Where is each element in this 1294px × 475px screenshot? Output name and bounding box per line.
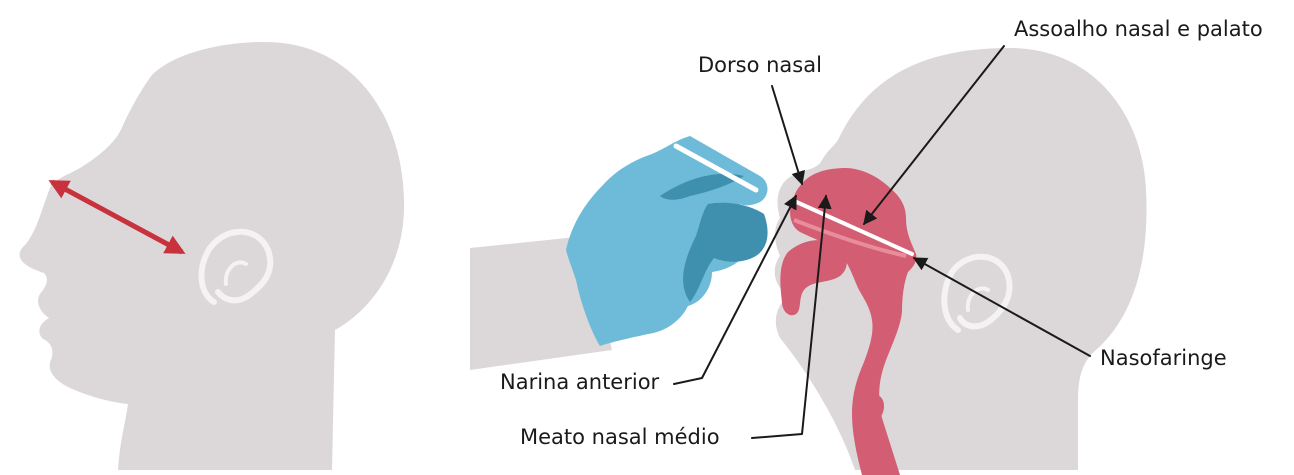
label-meato-nasal-medio: Meato nasal médio xyxy=(520,425,720,449)
label-narina-anterior: Narina anterior xyxy=(500,370,660,394)
right-head-figure xyxy=(775,48,1147,475)
left-head-figure xyxy=(20,42,405,470)
label-dorso-nasal: Dorso nasal xyxy=(698,53,822,77)
operator-hand xyxy=(470,136,768,370)
label-assoalho-nasal-palato: Assoalho nasal e palato xyxy=(1014,17,1263,41)
label-nasofaringe: Nasofaringe xyxy=(1100,346,1227,370)
left-head-silhouette xyxy=(20,42,405,470)
leader-dorso-nasal xyxy=(772,86,802,184)
